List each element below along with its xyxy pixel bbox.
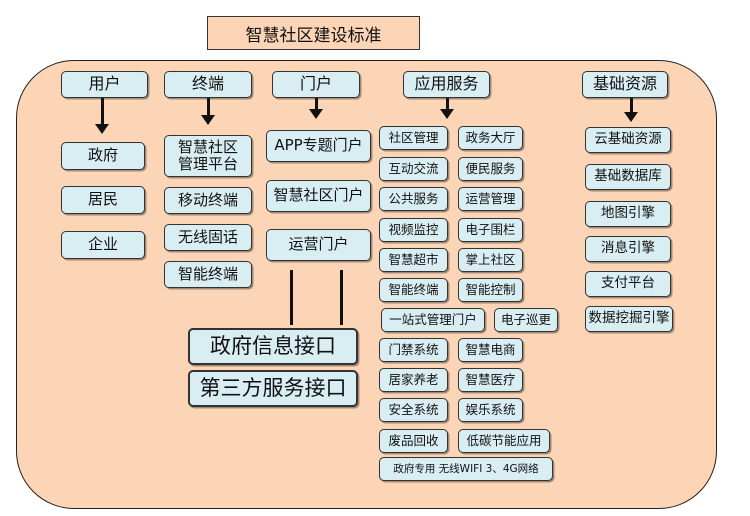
svc-pocket-community: 掌上社区	[458, 248, 523, 272]
terminal-item-wireless: 无线固话	[164, 224, 252, 251]
header-portal: 门户	[272, 71, 360, 98]
portal-item-operation: 运营门户	[266, 229, 371, 261]
infra-map-engine: 地图引擎	[585, 201, 671, 227]
diagram-title: 智慧社区建设标准	[207, 16, 420, 50]
svc-e-patrol: 电子巡更	[494, 308, 558, 332]
header-app-service: 应用服务	[403, 71, 490, 98]
infra-cloud: 云基础资源	[585, 127, 671, 153]
svc-home-care: 居家养老	[379, 368, 448, 392]
third-party-interface: 第三方服务接口	[188, 370, 358, 407]
header-terminal: 终端	[164, 71, 252, 98]
terminal-item-smart: 智能终端	[164, 261, 252, 288]
svc-e-fence: 电子围栏	[458, 218, 523, 242]
infra-payment: 支付平台	[585, 271, 671, 297]
svc-video-monitor: 视频监控	[379, 218, 448, 242]
svc-operation-mgmt: 运营管理	[458, 187, 523, 211]
connector-line-left	[290, 270, 293, 325]
svc-smart-market: 智慧超市	[379, 248, 448, 272]
terminal-item-platform: 智慧社区管理平台	[164, 135, 252, 177]
svc-low-carbon: 低碳节能应用	[458, 429, 550, 453]
svc-recycling: 废品回收	[379, 429, 448, 453]
user-item-gov: 政府	[61, 142, 145, 170]
svc-gov-hall: 政务大厅	[458, 126, 523, 150]
user-item-enterprise: 企业	[61, 231, 145, 259]
svc-smart-medical: 智慧医疗	[458, 368, 523, 392]
svc-smart-control: 智能控制	[458, 278, 523, 302]
svc-security: 安全系统	[379, 398, 448, 422]
gov-info-interface: 政府信息接口	[188, 328, 358, 365]
svc-e-commerce: 智慧电商	[458, 338, 523, 362]
terminal-item-mobile: 移动终端	[164, 187, 252, 214]
svc-smart-terminal: 智能终端	[379, 278, 448, 302]
svc-one-stop-portal: 一站式管理门户	[381, 308, 485, 332]
infra-data-mining: 数据挖掘引擎	[585, 306, 673, 332]
svc-interaction: 互动交流	[379, 157, 448, 181]
infra-database: 基础数据库	[585, 164, 671, 190]
svc-community-mgmt: 社区管理	[379, 126, 448, 150]
connector-line-right	[340, 270, 343, 325]
svc-entertainment: 娱乐系统	[458, 398, 523, 422]
user-item-resident: 居民	[61, 186, 145, 214]
svc-access-control: 门禁系统	[379, 338, 448, 362]
header-infra: 基础资源	[582, 71, 668, 98]
svc-network-access: 政府专用 无线WIFI 3、4G网络	[379, 457, 553, 481]
infra-message-engine: 消息引擎	[585, 236, 671, 262]
svc-public: 公共服务	[379, 187, 448, 211]
portal-item-app: APP专题门户	[266, 130, 371, 162]
header-user: 用户	[61, 71, 148, 98]
svc-convenience: 便民服务	[458, 157, 523, 181]
portal-item-community: 智慧社区门户	[266, 180, 371, 212]
